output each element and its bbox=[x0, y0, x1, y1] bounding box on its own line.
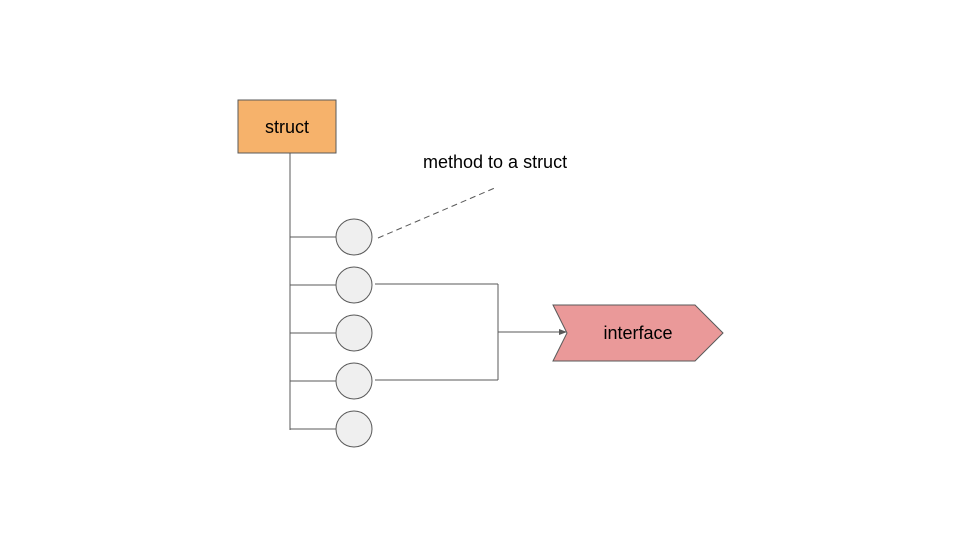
interface-label: interface bbox=[603, 323, 672, 343]
method-circle[interactable] bbox=[335, 314, 373, 352]
annotation-text: method to a struct bbox=[423, 152, 567, 172]
annotation-dashed-line bbox=[377, 186, 498, 239]
method-circle[interactable] bbox=[335, 266, 373, 304]
method-circle[interactable] bbox=[335, 410, 373, 448]
method-circle[interactable] bbox=[335, 362, 373, 400]
struct-box[interactable] bbox=[237, 99, 337, 154]
struct-label: struct bbox=[265, 117, 309, 137]
method-circle[interactable] bbox=[335, 218, 373, 256]
interface-shape[interactable] bbox=[552, 304, 724, 362]
